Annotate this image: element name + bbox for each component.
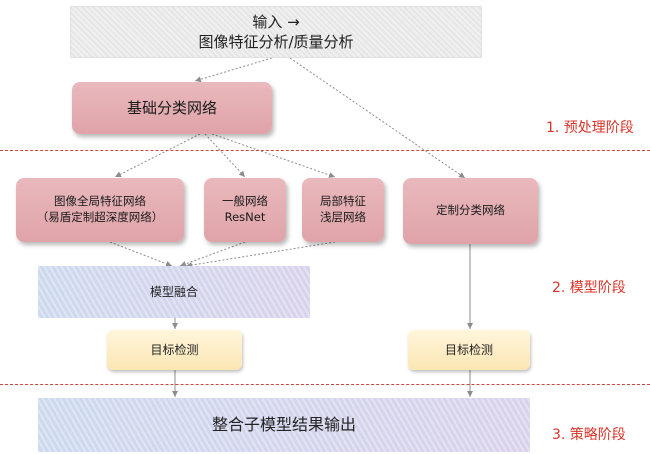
model-fusion: 模型融合	[38, 266, 310, 318]
arrow-local-to-fusion	[185, 241, 336, 269]
stage-3-label: 3. 策略阶段	[552, 427, 626, 443]
base-classification-network: 基础分类网络	[72, 82, 272, 134]
local-feature-subtitle: 浅层网络	[320, 210, 366, 224]
input-box: 输入 → 图像特征分析/质量分析	[70, 6, 482, 58]
input-title: 输入 →	[252, 12, 300, 31]
arrow-general-to-fusion	[179, 241, 246, 267]
model-fusion-label: 模型融合	[149, 284, 198, 299]
target-detection-right-label: 目标检测	[444, 342, 493, 357]
integrated-output: 整合子模型结果输出	[38, 398, 530, 452]
custom-network-label: 定制分类网络	[436, 203, 505, 218]
arrow-base-to-general	[204, 133, 246, 178]
arrow-input-to-custom	[289, 57, 466, 179]
integrated-output-label: 整合子模型结果输出	[211, 415, 356, 435]
divider-stage-1	[0, 150, 650, 151]
general-network-title: 一般网络	[222, 194, 268, 209]
arrow-global-to-fusion	[109, 241, 173, 267]
global-feature-title: 图像全局特征网络	[54, 194, 146, 209]
divider-stage-2	[0, 384, 650, 385]
general-network: 一般网络 ResNet	[204, 178, 286, 242]
stage-2-label: 2. 模型阶段	[552, 280, 626, 296]
input-subtitle: 图像特征分析/质量分析	[198, 33, 354, 51]
target-detection-left: 目标检测	[107, 330, 242, 370]
global-feature-network: 图像全局特征网络 （易盾定制超深度网络）	[16, 178, 184, 242]
custom-classification-network: 定制分类网络	[403, 178, 538, 244]
local-feature-network: 局部特征 浅层网络	[302, 178, 384, 242]
target-detection-right: 目标检测	[408, 330, 530, 370]
general-network-subtitle: ResNet	[224, 210, 266, 224]
target-detection-left-label: 目标检测	[150, 342, 199, 357]
stage-1-label: 1. 预处理阶段	[546, 120, 634, 136]
base-network-label: 基础分类网络	[126, 98, 217, 117]
local-feature-title: 局部特征	[320, 194, 366, 209]
global-feature-subtitle: （易盾定制超深度网络）	[36, 210, 164, 224]
arrow-base-to-local	[211, 133, 336, 178]
arrow-input-to-base	[194, 57, 273, 83]
arrow-base-to-global	[114, 133, 201, 178]
